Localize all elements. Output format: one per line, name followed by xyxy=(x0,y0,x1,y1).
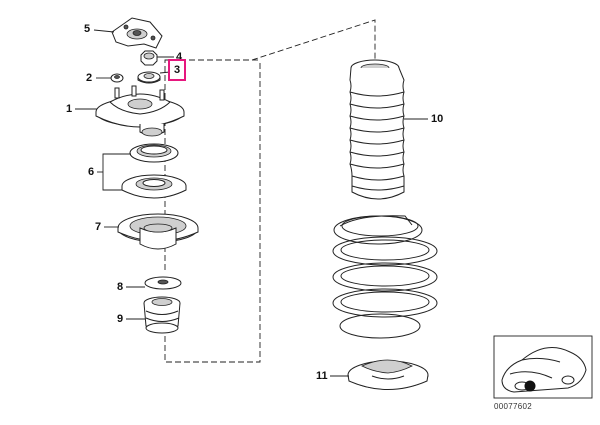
part-label-6[interactable]: 6 xyxy=(88,166,95,178)
part-label-10[interactable]: 10 xyxy=(431,113,444,125)
part-label-11[interactable]: 11 xyxy=(316,370,328,382)
image-number: 00077602 xyxy=(494,402,532,411)
part-1-strut-mount[interactable] xyxy=(95,85,185,137)
part-label-2[interactable]: 2 xyxy=(86,72,93,84)
part-6-bearing-upper[interactable] xyxy=(129,143,179,163)
leader-5 xyxy=(93,29,115,33)
part-10-dust-boot[interactable] xyxy=(349,59,405,200)
part-9-bump-stop[interactable] xyxy=(143,296,181,334)
part-5-mount-cap[interactable] xyxy=(111,17,163,49)
selected-part-highlight[interactable] xyxy=(168,59,186,81)
part-label-1[interactable]: 1 xyxy=(66,103,73,115)
part-2-small-nut[interactable] xyxy=(110,73,124,83)
part-4-nut[interactable] xyxy=(140,50,158,66)
part-3-washer[interactable] xyxy=(137,71,161,84)
part-label-3[interactable]: 3 xyxy=(174,64,181,76)
vehicle-locator-thumbnail xyxy=(493,335,593,399)
part-label-5[interactable]: 5 xyxy=(84,23,91,35)
part-8-flat-washer[interactable] xyxy=(144,276,182,290)
part-6-bearing-lower[interactable] xyxy=(121,174,187,199)
part-label-7[interactable]: 7 xyxy=(95,221,102,233)
part-11-spring-pad[interactable] xyxy=(347,359,429,390)
part-label-9[interactable]: 9 xyxy=(117,313,124,325)
part-label-8[interactable]: 8 xyxy=(117,281,124,293)
part-7-spring-seat[interactable] xyxy=(117,213,199,250)
coil-spring[interactable] xyxy=(332,215,438,339)
part-label-4[interactable]: 4 xyxy=(176,51,183,63)
